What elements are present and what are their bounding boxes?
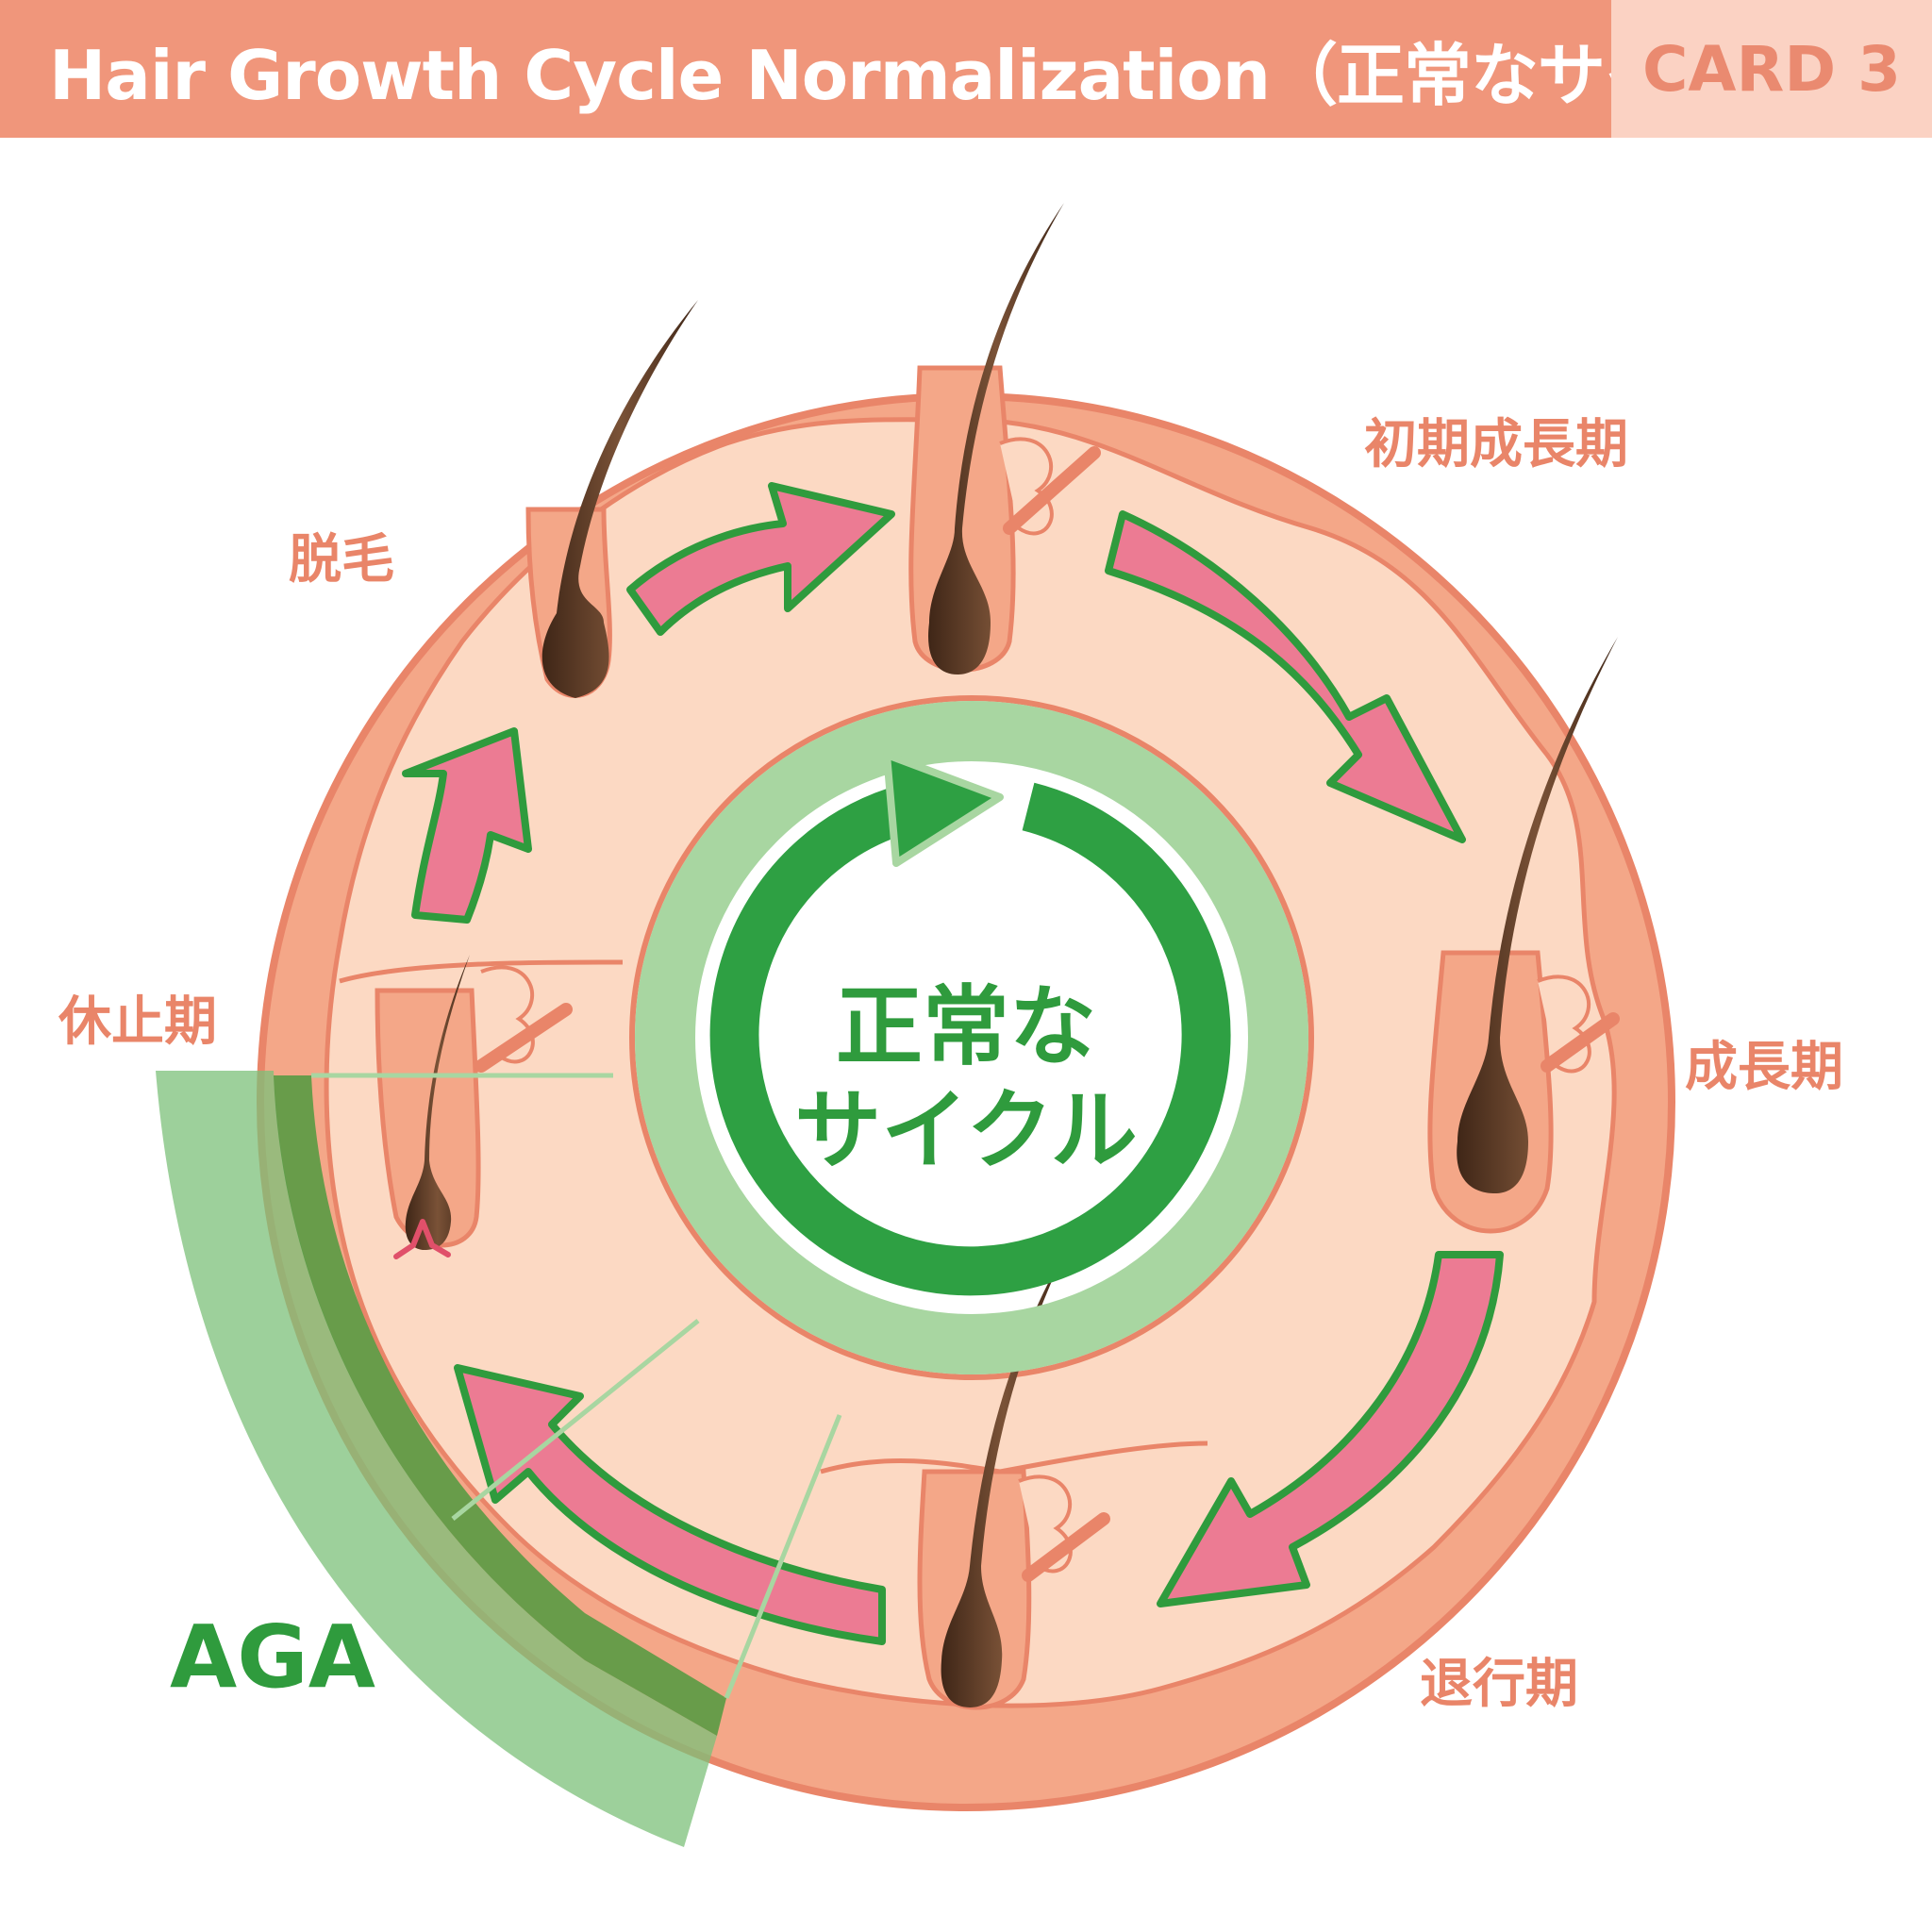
arrow-anagen-to-catagen xyxy=(1157,1251,1504,1607)
arrow-shedding-to-early xyxy=(626,482,895,636)
label-early-anagen: 初期成長期 xyxy=(1364,414,1628,475)
hair-catagen xyxy=(941,1250,1066,1707)
hair-shedding xyxy=(541,300,698,698)
club-root xyxy=(393,1219,451,1259)
label-telogen: 休止期 xyxy=(58,991,217,1053)
aga-divider-3 xyxy=(724,1414,842,1699)
center-text-line2: サイクル xyxy=(794,1080,1137,1181)
aga-band xyxy=(156,1071,717,1847)
follicle-telogen xyxy=(339,959,624,1248)
arrow-early-to-anagen xyxy=(1105,510,1466,843)
cycle-ring-light xyxy=(635,701,1308,1374)
header-title: Hair Growth Cycle Normalization（正常なサイクル） xyxy=(49,35,1870,115)
aga-label: AGA xyxy=(170,1607,375,1707)
arrow-telogen-to-shedding xyxy=(402,727,532,924)
cycle-ring xyxy=(709,782,1231,1296)
card-badge: CARD 3 xyxy=(1611,0,1932,138)
hair-anagen xyxy=(1457,637,1618,1193)
aga-divider-2 xyxy=(451,1319,700,1521)
hair-telogen xyxy=(405,955,470,1250)
cycle-ring-arrowhead xyxy=(883,751,1004,867)
hair-early-anagen xyxy=(928,203,1064,675)
label-shedding: 脱毛 xyxy=(289,529,394,591)
header-bar: Hair Growth Cycle Normalization（正常なサイクル） xyxy=(0,0,1870,138)
label-anagen: 成長期 xyxy=(1685,1037,1843,1098)
center-text-line1: 正常な xyxy=(836,976,1096,1077)
label-catagen: 退行期 xyxy=(1420,1654,1578,1715)
